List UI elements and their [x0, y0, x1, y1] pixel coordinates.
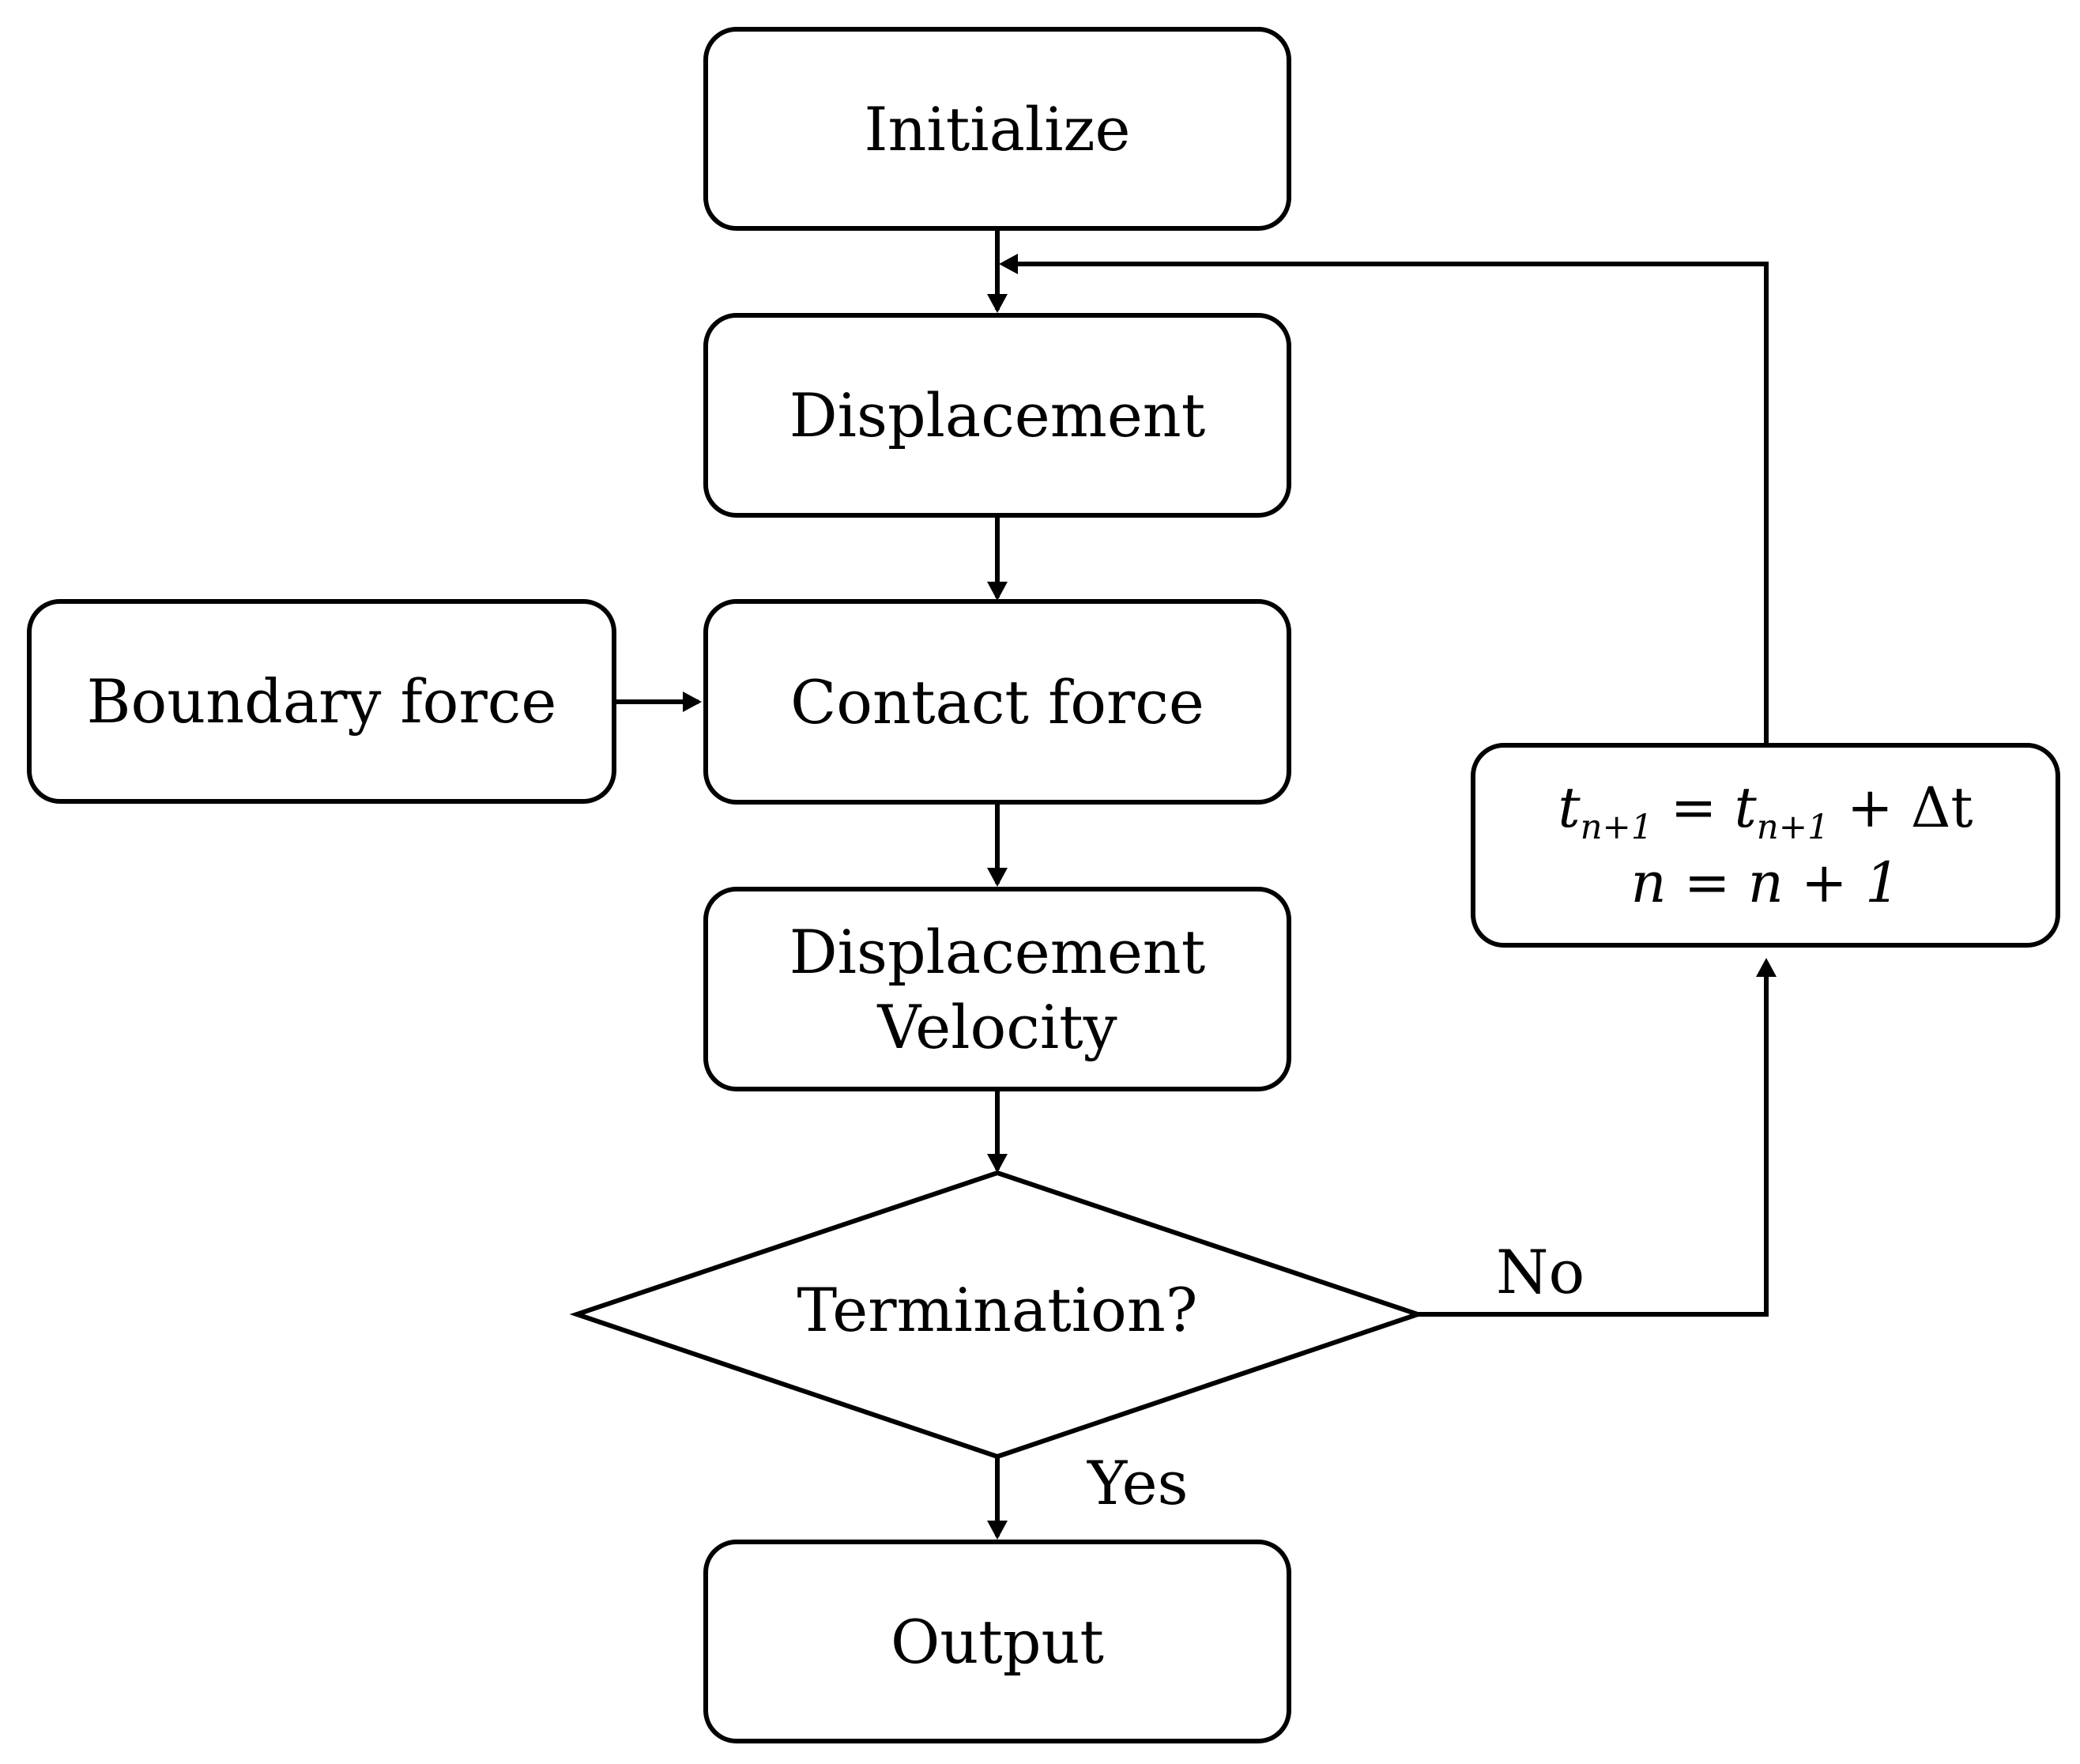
boundary-force-label: Boundary force	[86, 666, 557, 737]
termination-diamond	[569, 1170, 1426, 1460]
step-counter-text: n = n + 1	[1630, 850, 1901, 915]
arrowhead-contact	[987, 582, 1008, 601]
plus-delta-t: + Δt	[1829, 775, 1973, 840]
contact-force-box: Contact force	[703, 599, 1291, 805]
arrowhead-boundary-contact	[683, 692, 702, 712]
displacement-velocity-box: Displacement Velocity	[703, 887, 1291, 1091]
t-right-sub: n+1	[1756, 808, 1829, 848]
arrowhead-output	[987, 1521, 1008, 1540]
termination-label: Termination?	[577, 1275, 1418, 1345]
termination-text: Termination?	[797, 1275, 1198, 1345]
output-label: Output	[891, 1606, 1104, 1677]
output-box: Output	[703, 1540, 1291, 1743]
arrowhead-loop-back	[999, 254, 1018, 274]
t-left: t	[1558, 775, 1581, 840]
t-right: t	[1734, 775, 1757, 840]
displacement-label: Displacement	[789, 380, 1206, 450]
time-step-equation: tn+1 = tn+1 + Δt	[1558, 771, 1973, 846]
yes-branch-label: Yes	[1087, 1448, 1189, 1518]
displacement-box: Displacement	[703, 313, 1291, 518]
step-counter-equation: n = n + 1	[1630, 846, 1900, 921]
arrowhead-time-step	[1756, 958, 1777, 977]
displacement-velocity-line1: Displacement	[789, 916, 1206, 987]
arrowhead-update	[987, 868, 1008, 887]
initialize-box: Initialize	[703, 27, 1291, 231]
t-left-sub: n+1	[1580, 808, 1653, 848]
initialize-label: Initialize	[864, 93, 1131, 164]
contact-force-label: Contact force	[790, 666, 1204, 737]
time-step-box: tn+1 = tn+1 + Δt n = n + 1	[1471, 743, 2060, 948]
arrowhead-displacement	[987, 294, 1008, 313]
line-loop-back	[1008, 262, 1769, 743]
no-branch-label: No	[1496, 1237, 1585, 1307]
arrowhead-termination	[987, 1154, 1008, 1173]
boundary-force-box: Boundary force	[27, 599, 616, 804]
displacement-velocity-line2: Velocity	[877, 991, 1117, 1062]
line-no-branch	[1418, 963, 1769, 1317]
equals-sign: =	[1652, 775, 1735, 840]
